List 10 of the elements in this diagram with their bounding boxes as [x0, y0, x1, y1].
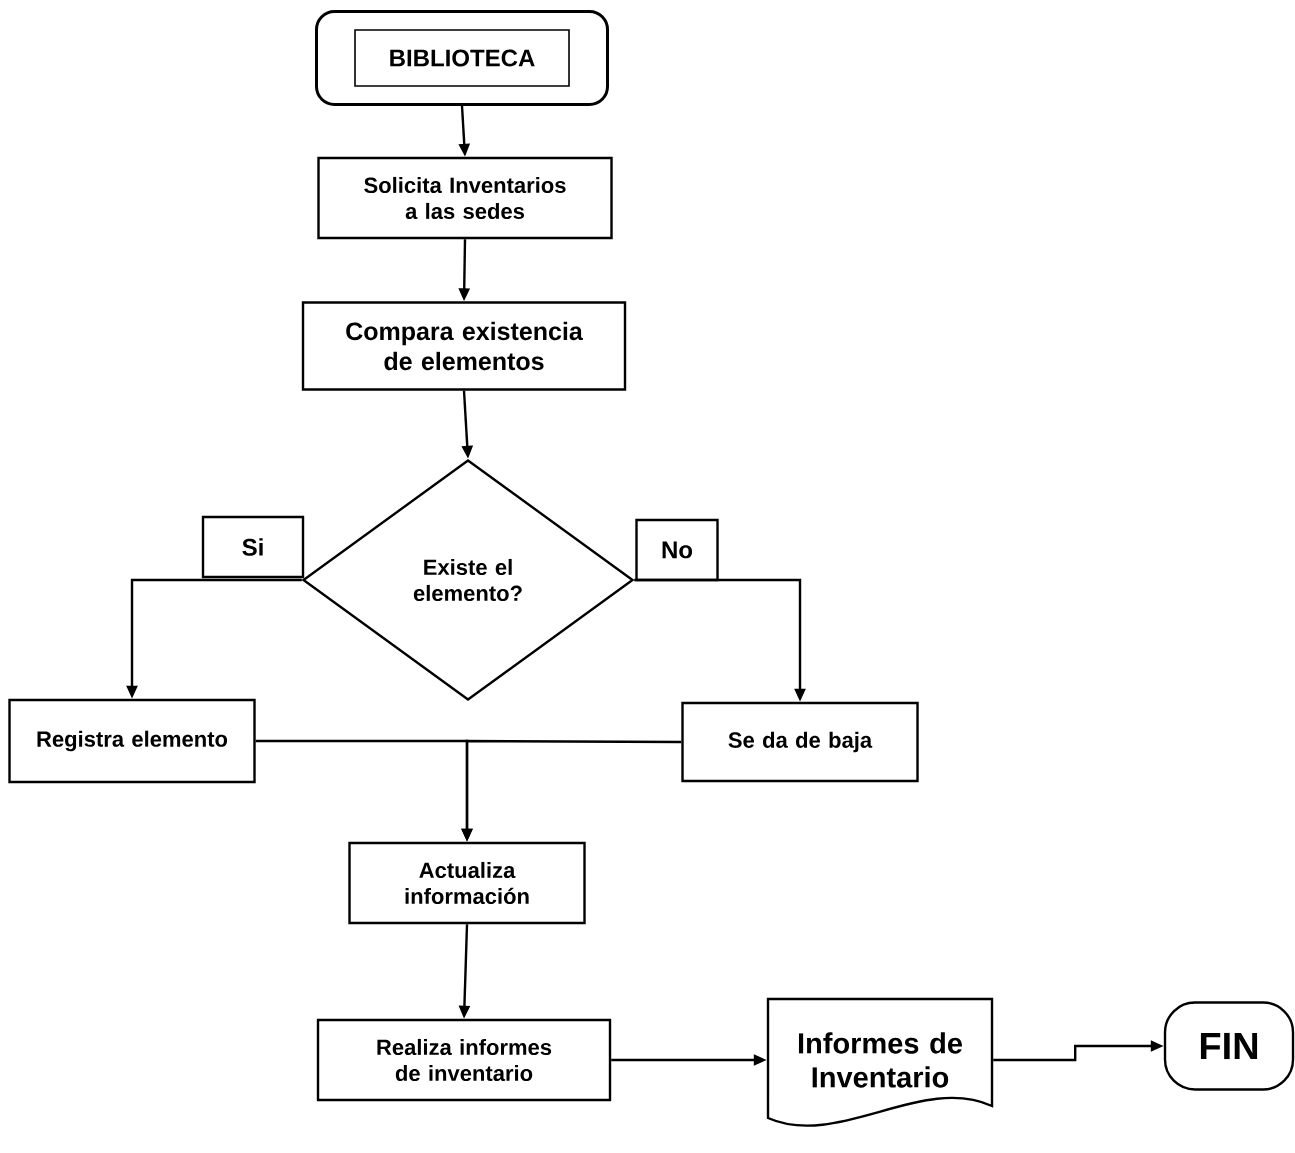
- process-box: Solicita Inventarios a las sedes: [317, 156, 613, 240]
- branch-label-box: No: [635, 518, 719, 582]
- start-terminal: BIBLIOTECA: [315, 10, 609, 106]
- end-terminal: FIN: [1163, 1001, 1295, 1091]
- process-box: Registra elemento: [8, 698, 256, 784]
- process-box: Realiza informes de inventario: [316, 1018, 612, 1102]
- process-box: Actualiza información: [348, 841, 586, 925]
- branch-label-box: Si: [201, 515, 305, 579]
- process-box: Compara existencia de elementos: [301, 301, 627, 391]
- process-box: Se da de baja: [681, 701, 919, 783]
